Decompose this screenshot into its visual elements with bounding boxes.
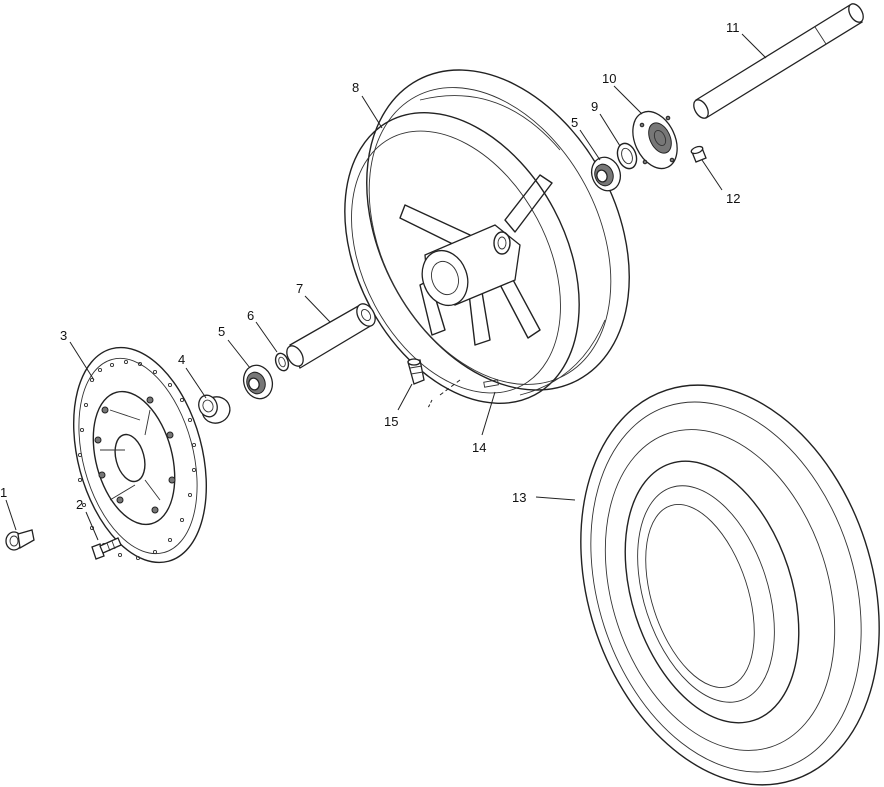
callout-2: 2 <box>76 497 83 512</box>
spacer <box>198 394 231 424</box>
callout-4: 4 <box>178 352 185 367</box>
wheel-rim <box>344 69 630 405</box>
callout-labels: 1 2 3 4 5 6 7 8 5 9 10 11 12 13 14 15 <box>0 20 740 512</box>
axle-sleeve <box>286 303 376 369</box>
seal-ring <box>274 352 290 372</box>
seal <box>616 142 638 170</box>
callout-7: 7 <box>296 281 303 296</box>
brake-disc <box>72 346 208 564</box>
bolt <box>91 537 122 560</box>
callout-3: 3 <box>60 328 67 343</box>
bearing-rear <box>590 156 622 192</box>
callout-10: 10 <box>602 71 616 86</box>
valve-hole <box>483 379 499 388</box>
drive-plate <box>632 110 678 170</box>
pin <box>690 145 707 163</box>
callout-5-front: 5 <box>218 324 225 339</box>
valve-stem <box>407 358 425 385</box>
callout-15: 15 <box>384 414 398 429</box>
callout-9: 9 <box>591 99 598 114</box>
callout-12: 12 <box>726 191 740 206</box>
leader-lines <box>5 33 767 541</box>
callout-13: 13 <box>512 490 526 505</box>
callout-11: 11 <box>726 20 740 35</box>
callout-6: 6 <box>247 308 254 323</box>
callout-14: 14 <box>472 440 486 455</box>
callout-5-rear: 5 <box>571 115 578 130</box>
bearing-front <box>242 364 274 400</box>
callout-8: 8 <box>352 80 359 95</box>
disc-bolt <box>5 529 35 551</box>
tire <box>580 384 880 786</box>
callout-1: 1 <box>0 485 7 500</box>
axle <box>693 3 864 119</box>
